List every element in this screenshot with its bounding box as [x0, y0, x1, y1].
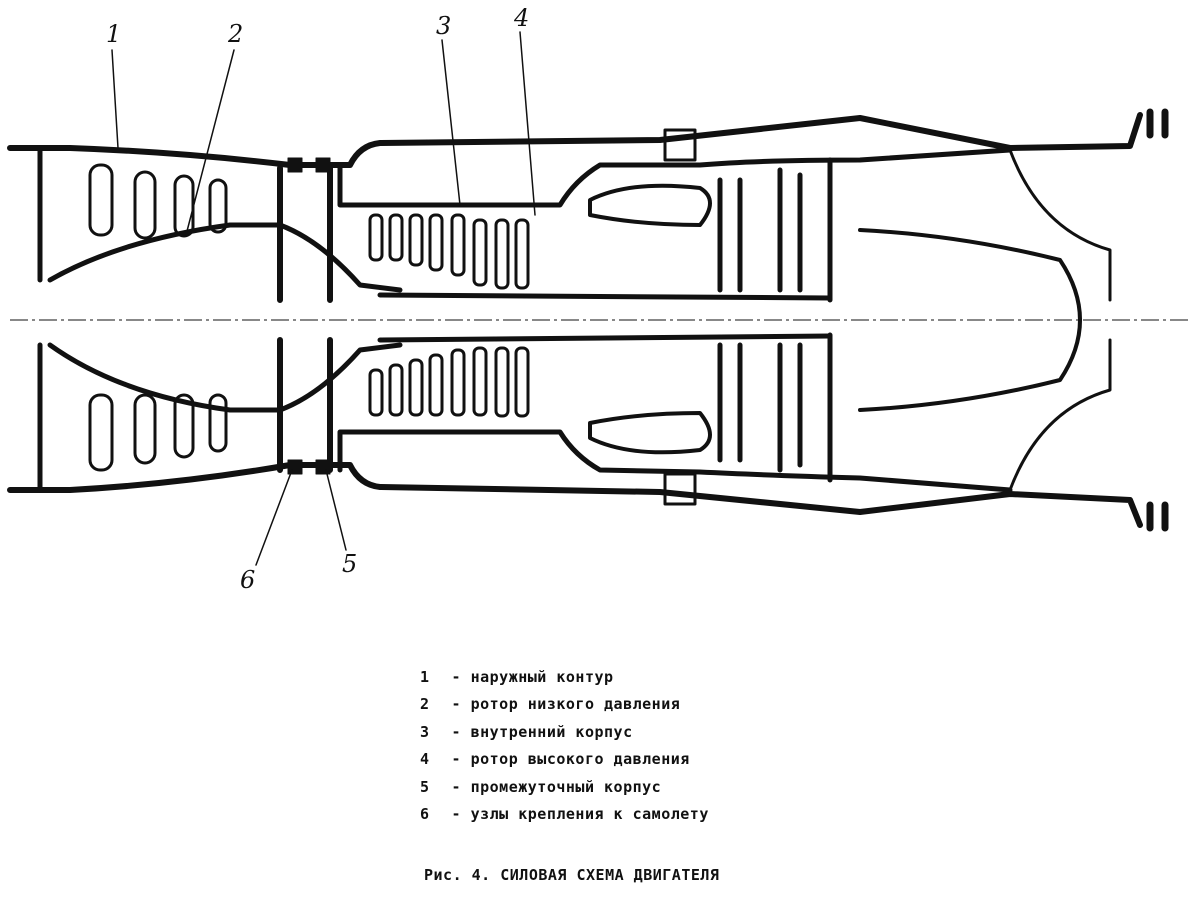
legend-label: узлы крепления к самолету: [470, 804, 709, 823]
legend-label: промежуточный корпус: [470, 777, 662, 796]
rear-flange-bottom: [1146, 501, 1169, 532]
legend-item: 4 - ротор высокого давления: [420, 750, 709, 777]
callout-2: 2: [228, 20, 244, 48]
legend-label: ротор высокого давления: [470, 750, 690, 769]
callout-5: 5: [342, 550, 358, 578]
legend-number: 3: [420, 722, 430, 741]
exhaust-cone: [858, 228, 1082, 412]
legend-number: 2: [420, 695, 430, 714]
lp-rotor-drum-top: [47, 222, 403, 293]
outer-casing-bottom: [7, 462, 1143, 528]
callout-6: 6: [240, 566, 256, 594]
legend-number: 4: [420, 750, 430, 769]
mount-point-front: [287, 459, 303, 475]
legend-item: 6 - узлы крепления к самолету: [420, 805, 709, 832]
inner-casing-bottom: [337, 429, 1013, 493]
hp-compressor-bottom: [368, 346, 530, 418]
inner-casing-top: [337, 147, 1013, 208]
legend-number: 5: [420, 777, 430, 796]
legend-number: 6: [420, 804, 430, 823]
callout-4: 4: [514, 4, 530, 32]
legend-item: 3 - внутренний корпус: [420, 723, 709, 750]
rear-flange-top: [1146, 108, 1169, 139]
legend-number: 1: [420, 668, 430, 686]
outer-casing-top: [7, 112, 1143, 168]
legend-label: наружный контур: [470, 668, 614, 686]
fan-blades-bottom: [88, 393, 228, 472]
combustor-top: [588, 183, 712, 227]
combustor-bottom: [588, 411, 712, 455]
hp-compressor-top: [368, 213, 530, 290]
turbine: [717, 157, 833, 483]
legend-dash: -: [442, 804, 471, 823]
lp-rotor-drum-bottom: [47, 342, 403, 413]
legend-label: внутренний корпус: [470, 722, 633, 741]
intermediate-case-strut-bottom: [277, 337, 333, 473]
hp-rotor-shaft: [377, 292, 833, 343]
support-strut-bottom: [663, 472, 697, 506]
nozzle-top: [1008, 148, 1112, 302]
intermediate-case-strut-top: [277, 165, 333, 303]
callout-3: 3: [436, 12, 452, 40]
legend-label: ротор низкого давления: [470, 695, 681, 714]
support-strut-top: [663, 128, 697, 162]
nozzle-bottom: [1008, 338, 1112, 492]
legend-dash: -: [442, 750, 471, 769]
legend-item: 1 - наружный контур: [420, 668, 709, 695]
legend-dash: -: [442, 668, 471, 686]
legend: 1 - наружный контур 2 - ротор низкого да…: [420, 668, 709, 832]
engine-cross-section: [7, 31, 1190, 566]
mount-point-top-front: [287, 157, 303, 173]
leader-lines: [111, 31, 536, 566]
figure-caption: Рис. 4. СИЛОВАЯ СХЕМА ДВИГАТЕЛЯ: [424, 866, 720, 884]
callout-1: 1: [106, 20, 122, 48]
legend-item: 5 - промежуточный корпус: [420, 778, 709, 805]
mount-point-top-rear: [315, 157, 331, 173]
legend-dash: -: [442, 777, 471, 796]
mount-point-rear: [315, 459, 331, 475]
legend-item: 2 - ротор низкого давления: [420, 695, 709, 722]
legend-dash: -: [442, 695, 471, 714]
legend-dash: -: [442, 722, 471, 741]
